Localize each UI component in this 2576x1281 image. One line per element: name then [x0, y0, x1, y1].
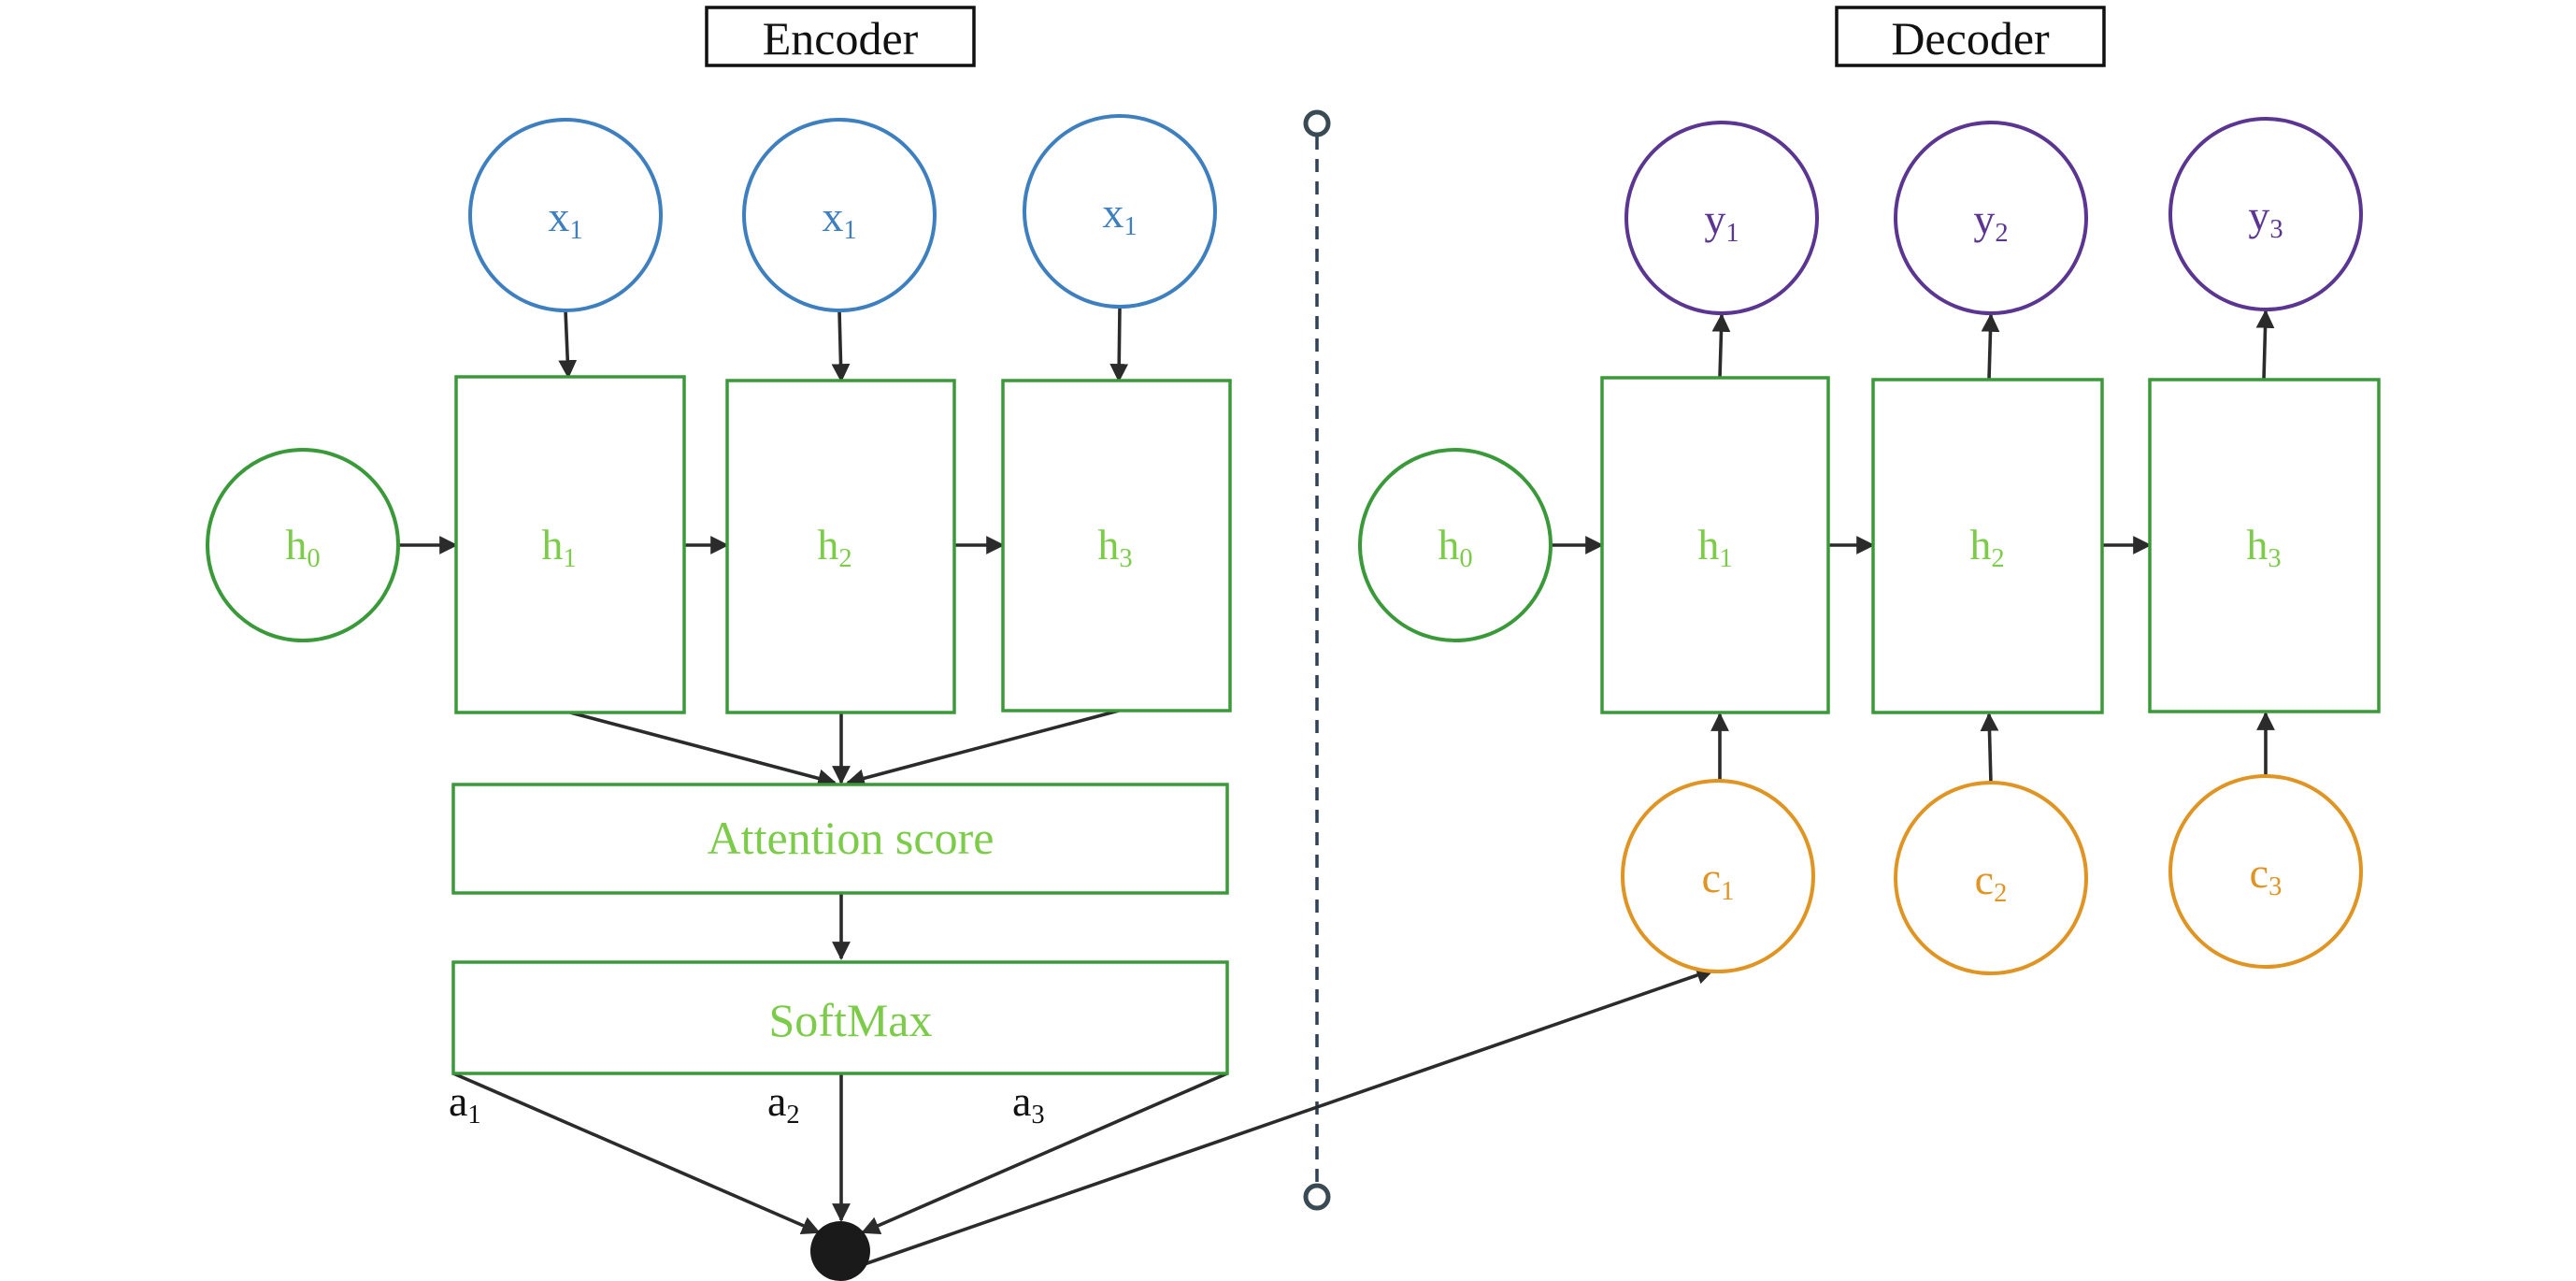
svg-text:x1: x1 — [822, 193, 856, 245]
weight-label-a3: a3 — [1012, 1077, 1045, 1130]
svg-text:c2: c2 — [1975, 856, 2008, 908]
decoder-context-c1: c1 — [1621, 779, 1815, 973]
svg-text:h1: h1 — [1697, 521, 1732, 573]
edge-x2-h2 — [831, 309, 851, 382]
svg-text:y2: y2 — [1973, 195, 2008, 248]
edge-a1-sum — [452, 1072, 821, 1234]
attention-score-label: Attention score — [708, 812, 995, 864]
decoder-hidden-h2: h2 — [1871, 378, 2104, 714]
svg-text:c3: c3 — [2250, 849, 2283, 901]
edge-x1-h1 — [558, 309, 578, 379]
softmax-box: SoftMax — [451, 960, 1229, 1075]
svg-text:h0: h0 — [1438, 521, 1472, 573]
decoder-title-box: Decoder — [1835, 6, 2106, 67]
svg-text:h0: h0 — [285, 521, 320, 573]
svg-text:c1: c1 — [1702, 854, 1735, 906]
encoder-input-x1: x1 — [468, 118, 663, 312]
edge-c2-h2 — [1980, 712, 1999, 784]
decoder-context-c2: c2 — [1894, 781, 2088, 975]
edge-sum-c1 — [861, 966, 1715, 1267]
edge-x3-h3 — [1109, 306, 1129, 382]
svg-text:x1: x1 — [1102, 189, 1137, 241]
encoder-input-x2: x1 — [742, 118, 937, 312]
encoder-h0-node: h0 — [206, 448, 400, 642]
encoder-hidden-h1: h1 — [454, 375, 686, 714]
decoder-hidden-h3: h3 — [2148, 378, 2381, 713]
decoder-h0-node: h0 — [1358, 448, 1553, 642]
weight-label-a2: a2 — [767, 1077, 800, 1130]
svg-text:y1: y1 — [1704, 195, 1739, 248]
decoder-output-y2: y2 — [1894, 121, 2088, 315]
edge-h2-y2 — [1981, 313, 2000, 381]
decoder-context-c3: c3 — [2168, 774, 2363, 969]
weight-label-a1: a1 — [449, 1077, 481, 1130]
svg-text:h2: h2 — [1969, 521, 2004, 573]
weighted-sum-node — [810, 1221, 870, 1281]
svg-text:x1: x1 — [548, 193, 582, 245]
svg-text:h2: h2 — [817, 521, 852, 573]
encoder-input-x3: x1 — [1023, 114, 1217, 309]
edges — [398, 306, 2275, 1267]
attention-score-box: Attention score — [451, 783, 1229, 895]
encoder-title-box: Encoder — [705, 6, 976, 67]
edge-a3-sum — [861, 1072, 1228, 1234]
decoder-output-y1: y1 — [1624, 121, 1819, 315]
decoder-hidden-h1: h1 — [1600, 376, 1830, 714]
svg-text:h1: h1 — [541, 521, 576, 573]
encoder-hidden-h2: h2 — [725, 379, 956, 714]
encoder-title: Encoder — [763, 12, 919, 65]
edge-h3-attention — [846, 709, 1120, 787]
decoder-output-y3: y3 — [2168, 117, 2363, 311]
decoder-title: Decoder — [1891, 12, 2050, 65]
svg-text:y3: y3 — [2248, 192, 2283, 244]
edge-h3-y3 — [2255, 309, 2275, 381]
svg-text:h3: h3 — [1097, 521, 1132, 573]
edge-h1-y1 — [1711, 313, 1731, 379]
edge-h1-attention — [569, 711, 837, 788]
softmax-label: SoftMax — [769, 994, 933, 1046]
divider — [1303, 109, 1331, 1211]
svg-text:h3: h3 — [2246, 521, 2281, 573]
encoder-hidden-h3: h3 — [1001, 379, 1232, 712]
